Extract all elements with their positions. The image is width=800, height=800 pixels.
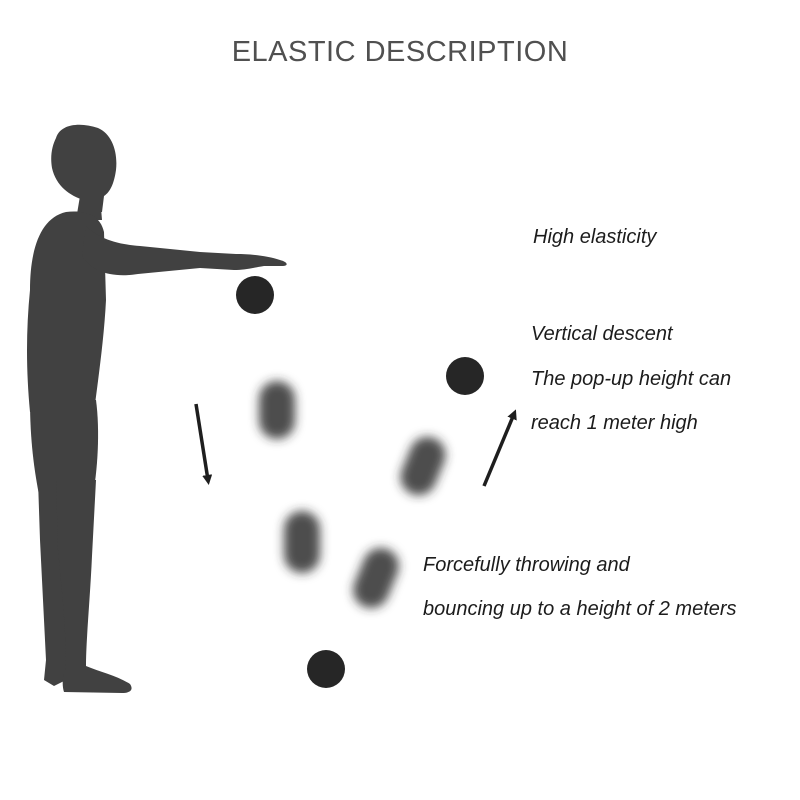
ball-icon xyxy=(307,650,345,688)
caption-vertical-descent: Vertical descent xyxy=(531,323,673,345)
arrow-up-icon xyxy=(482,409,517,487)
caption-forcefully-throwing: Forcefully throwing and xyxy=(423,554,630,576)
caption-high-elasticity: High elasticity xyxy=(533,226,657,248)
motion-blur-ball-icon xyxy=(259,381,295,439)
motion-blur-ball-icon xyxy=(284,511,320,573)
caption-popup-height: The pop-up height can xyxy=(531,368,732,390)
caption-two-meters: bouncing up to a height of 2 meters xyxy=(423,598,737,620)
motion-blur-ball-icon xyxy=(353,547,399,609)
page-title: ELASTIC DESCRIPTION xyxy=(231,36,569,68)
caption-one-meter: reach 1 meter high xyxy=(531,412,698,434)
ball-icon xyxy=(446,357,484,395)
ball-icon xyxy=(236,276,274,314)
arrow-down-icon xyxy=(194,403,213,485)
motion-blur-ball-icon xyxy=(400,436,446,496)
person-silhouette-icon xyxy=(27,124,287,693)
